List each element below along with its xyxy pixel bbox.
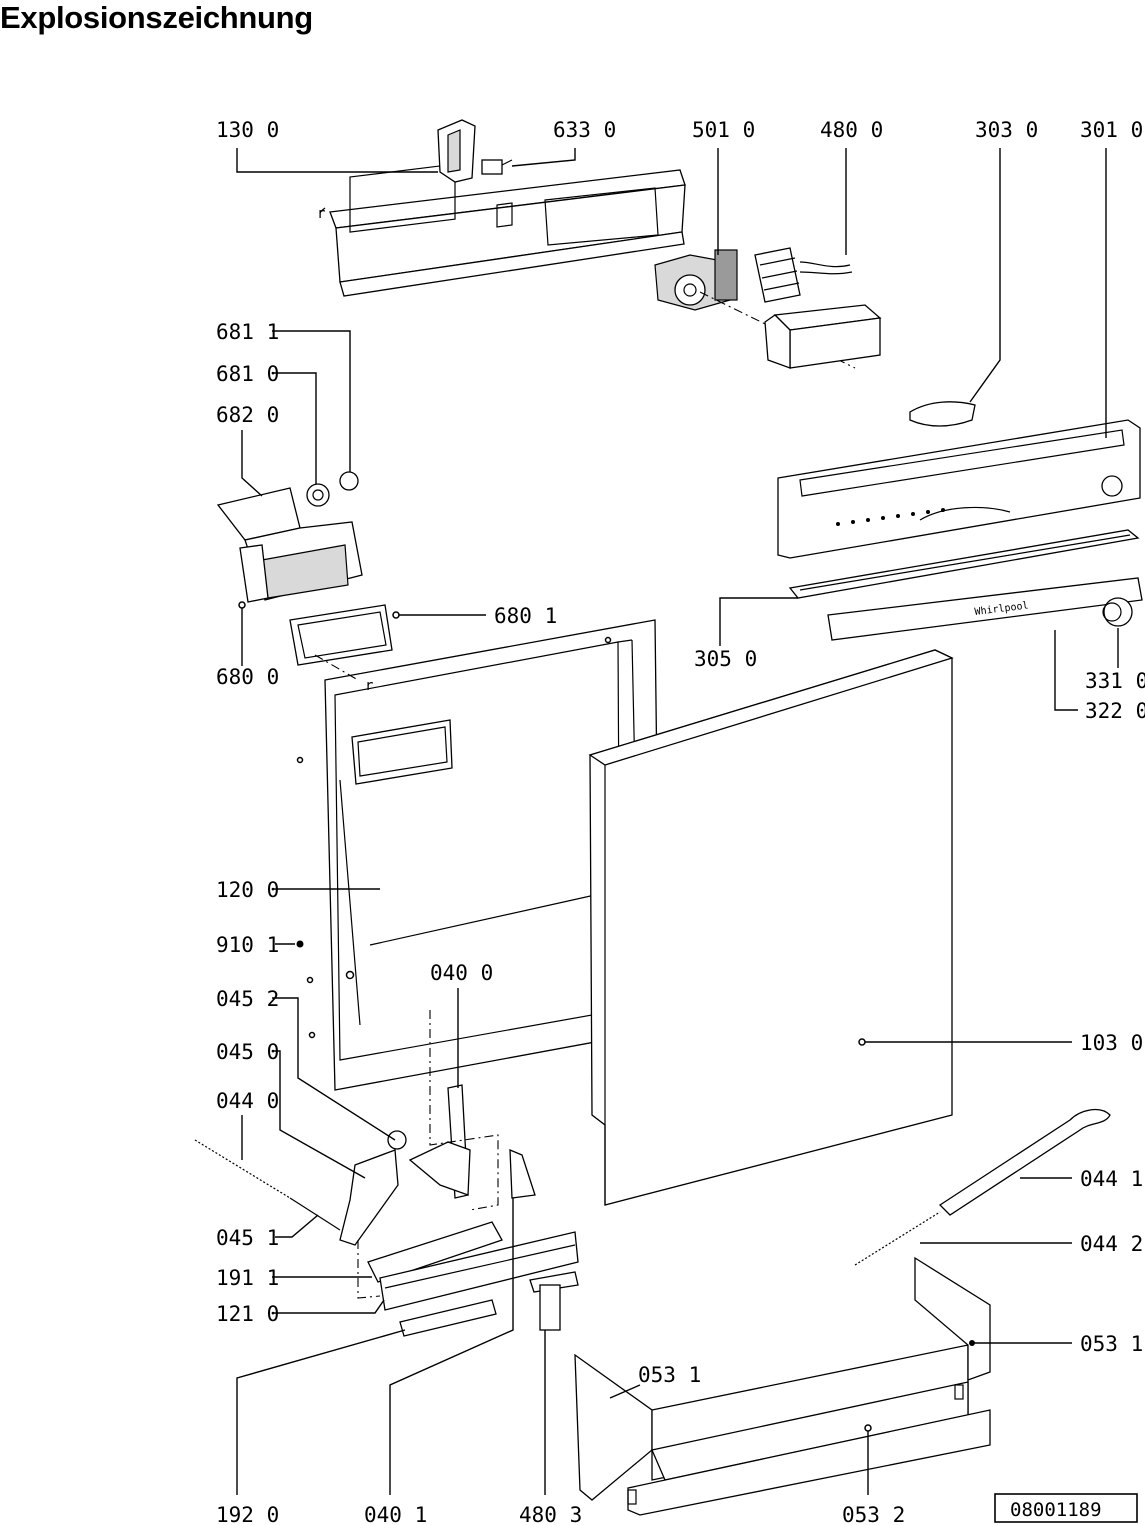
leader-1030 [858, 1038, 1072, 1046]
callout-0451: 045 1 [216, 1226, 279, 1250]
leader-1210 [272, 1299, 385, 1314]
callout-4803: 480 3 [519, 1503, 582, 1525]
callout-0532: 053 2 [842, 1503, 905, 1525]
callout-1911: 191 1 [216, 1266, 279, 1290]
screws [296, 636, 612, 1039]
leader-3050 [719, 597, 798, 646]
callout-6801: 680 1 [494, 604, 557, 628]
callout-0452: 045 2 [216, 987, 279, 1011]
leader-0531-left [609, 1384, 641, 1399]
part-4800-connector-block [754, 247, 853, 303]
leader-0531-right [969, 1340, 1072, 1346]
part-6820-detergent-dispenser [216, 487, 363, 603]
part-5010-timer-motor [654, 249, 856, 369]
part-0532-kickboard [574, 1256, 991, 1516]
part-1300-switch-bracket [437, 119, 476, 183]
part-3010-control-panel [777, 419, 1141, 559]
leader-0450 [272, 1050, 366, 1179]
leader-6820 [241, 430, 263, 497]
drawing-number-box: 08001189 [994, 1493, 1138, 1523]
part-0450-hinge-arm [339, 1130, 407, 1246]
callout-1210: 121 0 [216, 1302, 279, 1326]
drawing-number: 08001189 [1010, 1499, 1102, 1521]
callout-6811: 681 1 [216, 320, 279, 344]
callout-3010: 301 0 [1080, 118, 1143, 142]
part-3310-knob [1102, 597, 1133, 627]
terminal-carrier-box [764, 304, 882, 369]
part-6811-ring [339, 471, 359, 491]
callout-6810: 681 0 [216, 362, 279, 386]
callout-4800: 480 0 [820, 118, 883, 142]
leader-3030 [969, 148, 1001, 403]
leader-0401 [389, 1198, 514, 1495]
part-0440-spring-left [194, 1139, 341, 1231]
callout-0442: 044 2 [1080, 1232, 1143, 1256]
callout-3310: 331 0 [1085, 669, 1145, 693]
callout-6330: 633 0 [553, 118, 616, 142]
part-3220-fascia-strip: Whirlpool [827, 577, 1143, 641]
callout-0440: 044 0 [216, 1089, 279, 1113]
callout-9101: 910 1 [216, 933, 279, 957]
callout-0531-right: 053 1 [1080, 1332, 1143, 1356]
part-3030-clip [909, 401, 976, 427]
callout-6820: 682 0 [216, 403, 279, 427]
callout-1300: 130 0 [216, 118, 279, 142]
callout-0400: 040 0 [430, 961, 493, 985]
leader-1300 [236, 148, 438, 173]
callout-3220: 322 0 [1085, 699, 1145, 723]
part-1911-hinge-channel [367, 1221, 579, 1311]
callout-0441: 044 1 [1080, 1167, 1143, 1191]
leader-6330 [511, 148, 576, 167]
leader-1920 [236, 1329, 406, 1495]
callout-1200: 120 0 [216, 878, 279, 902]
control-bracket-rail: r [317, 163, 686, 297]
callout-0531-left: 053 1 [638, 1363, 701, 1387]
callout-1920: 192 0 [216, 1503, 279, 1525]
part-6801-gasket [289, 604, 393, 666]
callout-6800: 680 0 [216, 665, 279, 689]
callout-3050: 305 0 [694, 647, 757, 671]
leader-0452 [272, 997, 396, 1141]
leader-6811 [272, 330, 351, 472]
leader-0532 [864, 1424, 872, 1495]
callout-3030: 303 0 [975, 118, 1038, 142]
callout-0450: 045 0 [216, 1040, 279, 1064]
leader-3220 [1054, 630, 1078, 711]
part-0401-hinge-plate [509, 1149, 536, 1199]
part-3050-panel-rail [788, 529, 1140, 599]
leader-9101 [275, 940, 304, 948]
part-0441-hinge-rod [938, 1108, 1111, 1216]
part-1030-outer-door [588, 649, 954, 1206]
callout-0401: 040 1 [364, 1503, 427, 1525]
part-6810-button [306, 483, 330, 507]
assembly-line [357, 1240, 381, 1299]
part-4803-clip [529, 1271, 579, 1331]
part-6330-small-component [481, 159, 513, 175]
callout-5010: 501 0 [692, 118, 755, 142]
leader-0451 [275, 1214, 319, 1238]
part-0400-hinge-bracket [408, 1010, 499, 1211]
leader-6810 [272, 372, 317, 484]
leader-6800 [238, 601, 246, 666]
page-title: Explosionszeichnung [0, 0, 313, 35]
part-1920-hinge-rail [399, 1299, 497, 1337]
callout-1030: 103 0 [1080, 1031, 1143, 1055]
leader-6801 [392, 611, 486, 619]
svg-text:r: r [317, 206, 325, 222]
svg-text:r: r [365, 678, 373, 694]
part-0442-spring-right [854, 1211, 941, 1266]
